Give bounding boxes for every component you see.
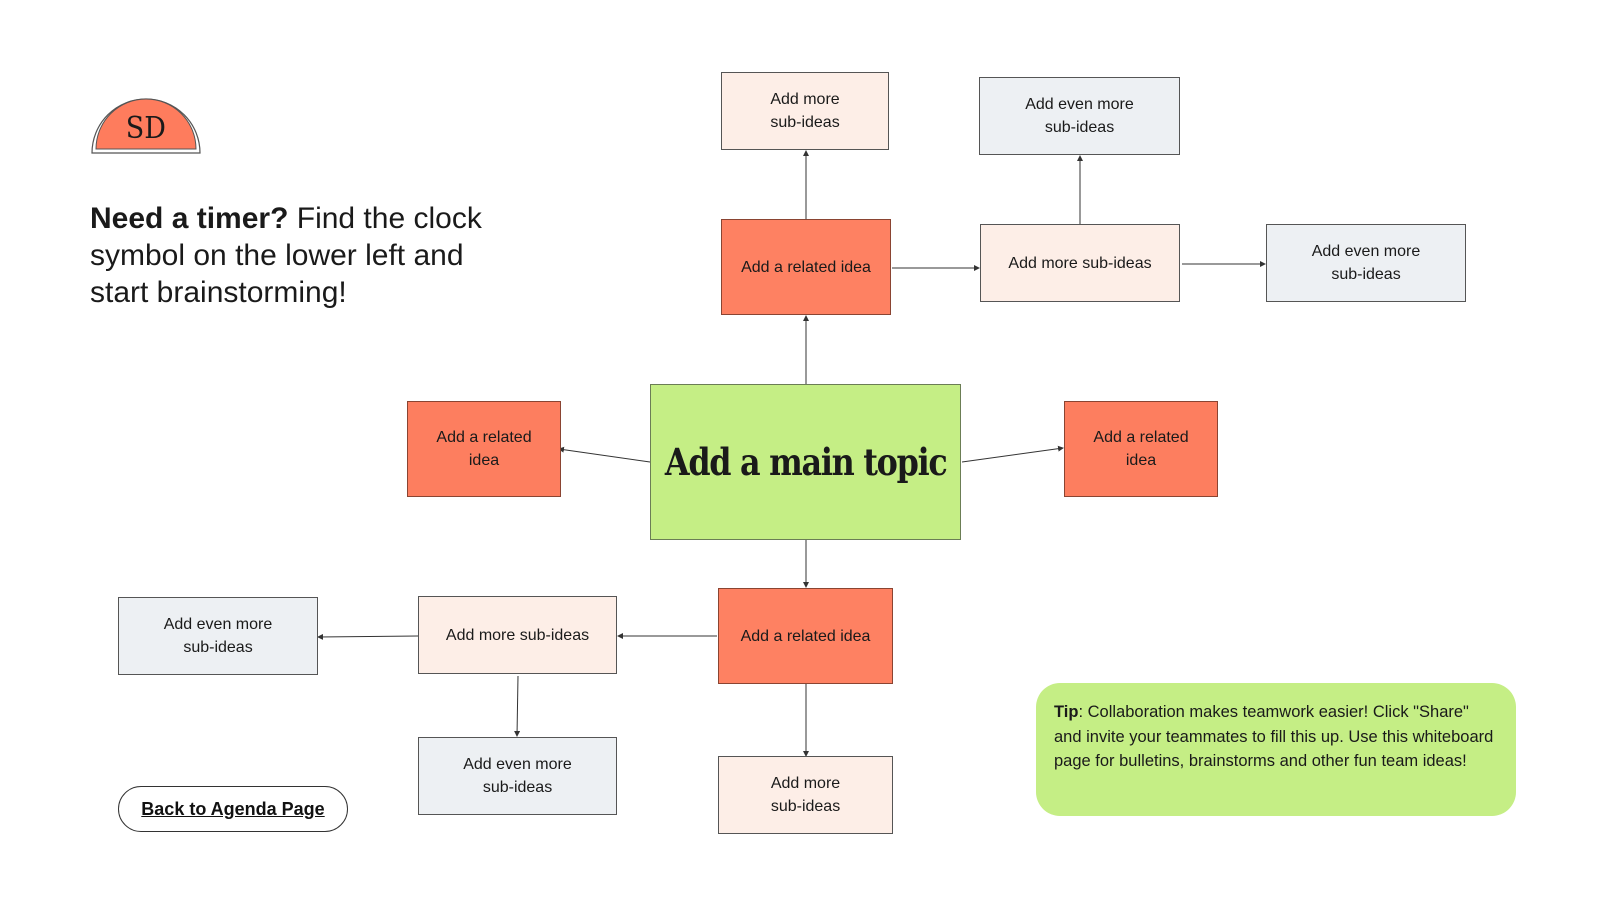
main-topic-node[interactable]: Add a main topic bbox=[650, 384, 961, 540]
even-more-right[interactable]: Add even more sub-ideas bbox=[1266, 224, 1466, 302]
sub-idea-below-bottom[interactable]: Add more sub-ideas bbox=[718, 756, 893, 834]
sub-idea-right-of-top[interactable]: Add more sub-ideas bbox=[980, 224, 1180, 302]
sub-idea-below-label: Add more sub-ideas bbox=[770, 775, 841, 815]
sub-idea-top[interactable]: Add more sub-ideas bbox=[721, 72, 889, 150]
main-topic-label: Add a main topic bbox=[664, 439, 948, 484]
related-idea-right[interactable]: Add a related idea bbox=[1064, 401, 1218, 497]
sub-idea-top-label: Add more sub-ideas bbox=[770, 91, 840, 131]
related-idea-right-label: Add a related idea bbox=[1093, 429, 1189, 469]
even-more-above-label: Add even more sub-ideas bbox=[1025, 96, 1134, 136]
heading-bold: Need a timer? bbox=[90, 202, 289, 235]
even-more-left[interactable]: Add even more sub-ideas bbox=[118, 597, 318, 675]
related-idea-bottom[interactable]: Add a related idea bbox=[718, 588, 893, 684]
even-more-below-label: Add even more sub-ideas bbox=[463, 756, 572, 796]
even-more-right-label: Add even more sub-ideas bbox=[1311, 243, 1421, 283]
tip-callout: Tip: Collaboration makes teamwork easier… bbox=[1036, 683, 1516, 816]
related-idea-left-label: Add a related idea bbox=[436, 429, 532, 469]
tip-text: : Collaboration makes teamwork easier! C… bbox=[1054, 703, 1494, 770]
sub-idea-left-of-bottom[interactable]: Add more sub-ideas bbox=[418, 596, 617, 674]
even-more-left-label: Add even more sub-ideas bbox=[163, 616, 273, 656]
edge-sub-left-to-even-left bbox=[317, 633, 419, 640]
logo-text: SD bbox=[126, 111, 166, 146]
sd-logo: SD bbox=[90, 93, 202, 155]
edge-sub-left-to-even-below bbox=[514, 675, 521, 737]
related-idea-top[interactable]: Add a related idea bbox=[721, 219, 891, 315]
edge-main-to-related-left bbox=[558, 446, 651, 463]
back-to-agenda-button[interactable]: Back to Agenda Page bbox=[118, 786, 348, 832]
tip-label: Tip bbox=[1054, 703, 1079, 721]
related-idea-bottom-label: Add a related idea bbox=[740, 627, 871, 645]
edge-main-to-related-right bbox=[961, 445, 1064, 463]
even-more-above[interactable]: Add even more sub-ideas bbox=[979, 77, 1180, 155]
related-idea-left[interactable]: Add a related idea bbox=[407, 401, 561, 497]
heading-rest: Find the clock symbol on the lower left … bbox=[90, 202, 482, 309]
sub-idea-right-label: Add more sub-ideas bbox=[1008, 254, 1152, 272]
even-more-below[interactable]: Add even more sub-ideas bbox=[418, 737, 617, 815]
sub-idea-left-label: Add more sub-ideas bbox=[445, 626, 590, 644]
timer-hint-heading: Need a timer? Find the clock symbol on t… bbox=[90, 200, 530, 311]
related-idea-top-label: Add a related idea bbox=[741, 258, 871, 276]
